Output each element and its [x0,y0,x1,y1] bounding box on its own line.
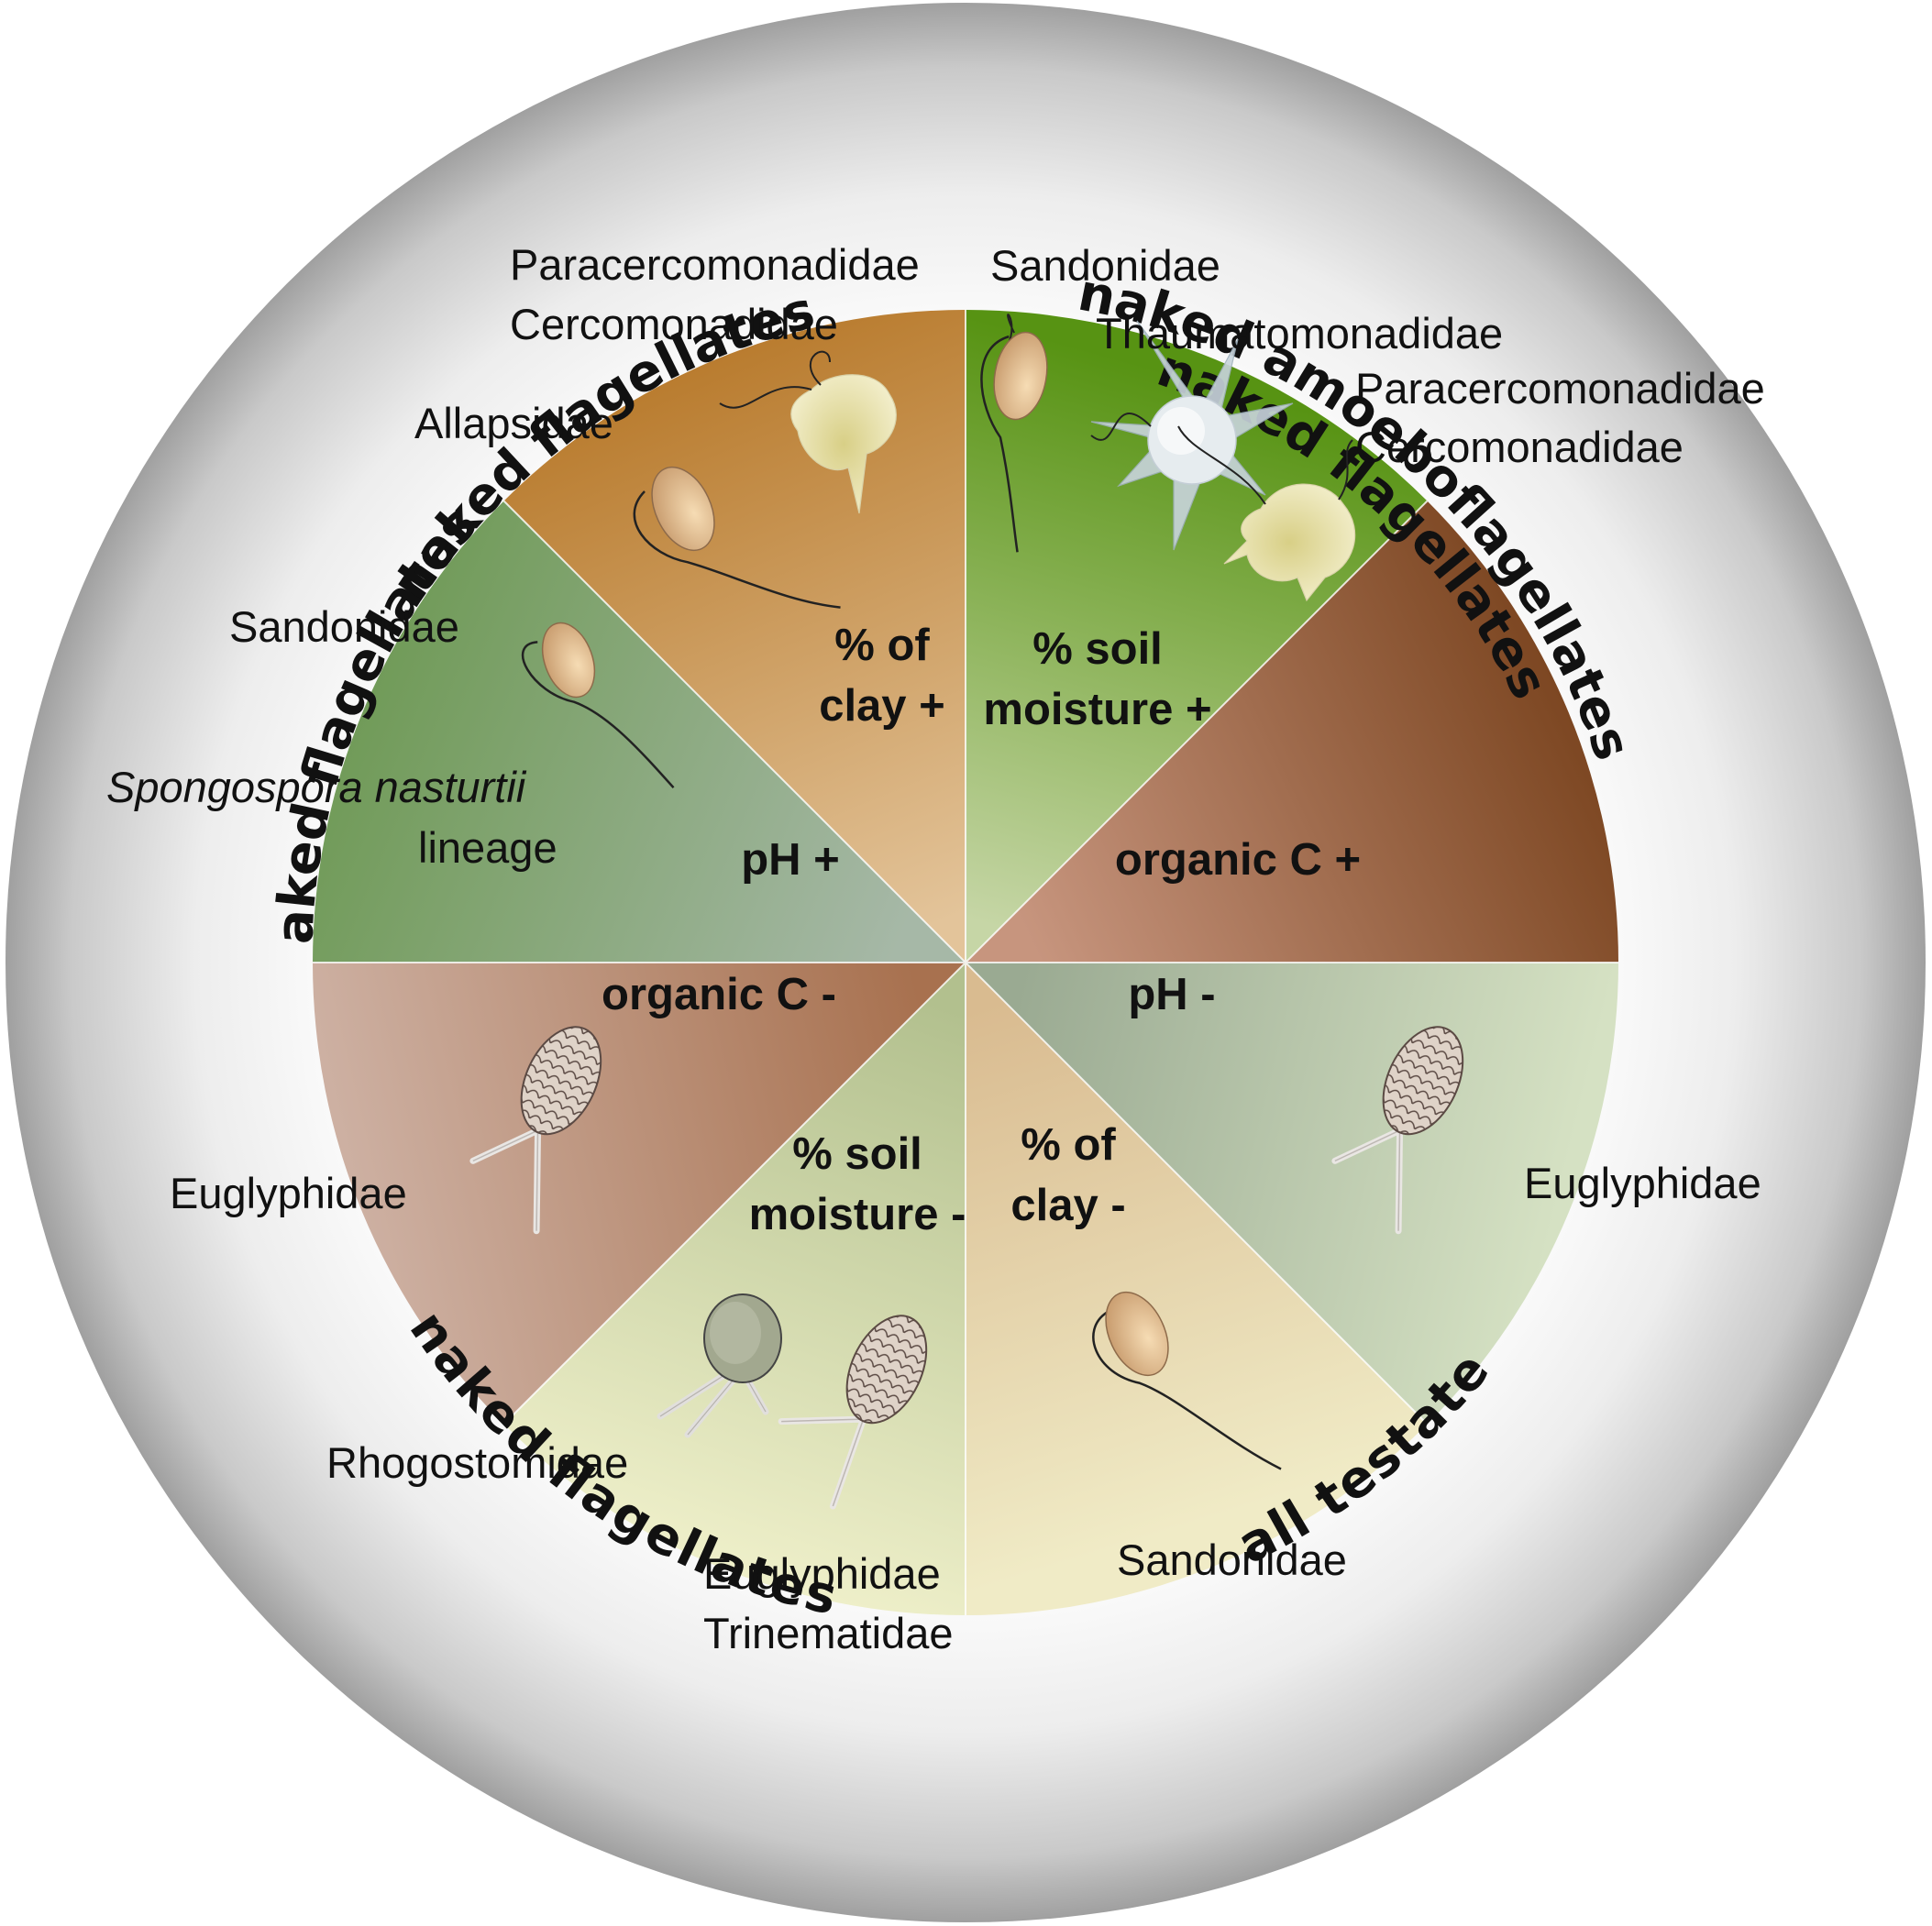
sector-labels: % of clay + % soil moisture + organic C … [602,621,1361,1239]
euglypha-test-icon [469,1026,602,1235]
sectors [313,310,1618,1615]
family-label: Thaumatomonadidae [1096,309,1503,358]
family-label: Rhogostomidae [326,1438,628,1487]
family-label: lineage [418,823,558,872]
cercomonad-amoeba-icon [719,350,897,514]
label-clay-plus-1: % of [834,621,930,670]
flagellate-icon [980,314,1048,553]
family-label: Sandonidae [990,241,1220,290]
sector-organic-c-plus [966,501,1618,963]
euglypha-test-icon [1331,1026,1464,1235]
rhogostoma-test-icon [657,1293,782,1438]
family-label: Cercomonadidae [1355,423,1684,471]
label-ph-plus: pH + [741,835,840,885]
family-label: Paracercomonadidae [1355,364,1765,413]
family-label: Sandonidae [1117,1535,1347,1584]
family-label: Paracercomonadidae [510,240,920,289]
family-label: Cercomonadidae [510,300,838,348]
label-clay-plus-2: clay + [819,681,945,731]
family-label: Euglyphidae [170,1169,407,1217]
family-label: Euglyphidae [703,1549,941,1598]
flagellate-icon [633,466,841,609]
label-organic-c-plus: organic C + [1115,835,1361,885]
label-moisture-minus-2: moisture - [749,1190,966,1239]
label-clay-minus-2: clay - [1010,1181,1125,1230]
sector-organic-c-minus [313,963,966,1425]
sector-moisture-plus [966,310,1428,963]
label-moisture-plus-1: % soil [1032,624,1163,674]
family-label: Sandonidae [229,602,459,651]
label-clay-minus-1: % of [1021,1120,1116,1170]
label-moisture-plus-2: moisture + [983,685,1211,734]
flagellate-icon [521,622,675,789]
family-labels: Paracercomonadidae Cercomonadidae Allaps… [106,240,1765,1657]
sector-ph-plus [313,501,966,963]
thaumatomonad-icon [1090,320,1294,551]
family-label: Allapsidae [414,399,613,447]
label-moisture-minus-1: % soil [792,1129,922,1179]
label-ph-minus: pH - [1128,970,1215,1019]
family-label: Trinematidae [703,1609,954,1657]
label-organic-c-minus: organic C - [602,970,836,1019]
sector-clay-minus [966,963,1428,1615]
euglypha-test-icon [778,1315,928,1510]
family-label-italic: Spongospora nasturtii [106,763,527,811]
cercomonad-amoeba-icon [1177,425,1356,602]
flagellate-icon [1092,1291,1282,1470]
organisms [469,314,1464,1510]
family-label: Euglyphidae [1524,1159,1761,1207]
